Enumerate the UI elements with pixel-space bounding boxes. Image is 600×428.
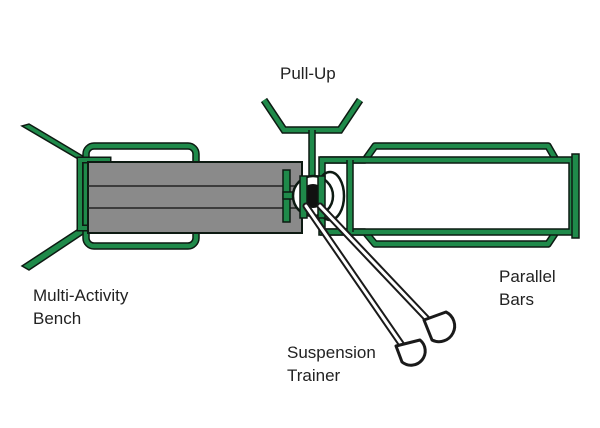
pull-up-station <box>260 97 364 180</box>
label-suspension-line1: Suspension <box>287 343 376 362</box>
multi-activity-bench <box>20 123 304 271</box>
parallel-bars-end-cap <box>571 153 580 239</box>
suspension-handle-left <box>394 338 427 367</box>
suspension-trainer <box>302 202 457 367</box>
label-bench-line1: Multi-Activity <box>33 286 129 305</box>
suspension-handle-right <box>422 310 457 344</box>
suspension-strap-right-inner <box>318 204 432 324</box>
label-multi-activity-bench: Multi-Activity Bench <box>33 284 128 330</box>
bench-leg-lower <box>20 227 88 271</box>
suspension-strap-left-inner <box>304 204 406 350</box>
bench-pad <box>87 161 303 234</box>
hub-post-right <box>317 175 326 219</box>
label-parallel-bars: Parallel Bars <box>499 265 556 311</box>
bench-leg-upper <box>20 123 88 161</box>
parallel-bars-frame <box>318 156 576 236</box>
parallel-bars-frame-fill <box>319 157 575 235</box>
label-parallel-bars-line2: Bars <box>499 290 534 309</box>
label-parallel-bars-line1: Parallel <box>499 267 556 286</box>
label-suspension-trainer: Suspension Trainer <box>287 341 376 387</box>
label-pull-up: Pull-Up <box>280 62 336 85</box>
label-bench-line2: Bench <box>33 309 82 328</box>
hub-post-left <box>299 175 308 219</box>
label-suspension-line2: Trainer <box>287 366 341 385</box>
label-pull-up-text: Pull-Up <box>280 64 336 83</box>
parallel-bars <box>314 142 580 248</box>
